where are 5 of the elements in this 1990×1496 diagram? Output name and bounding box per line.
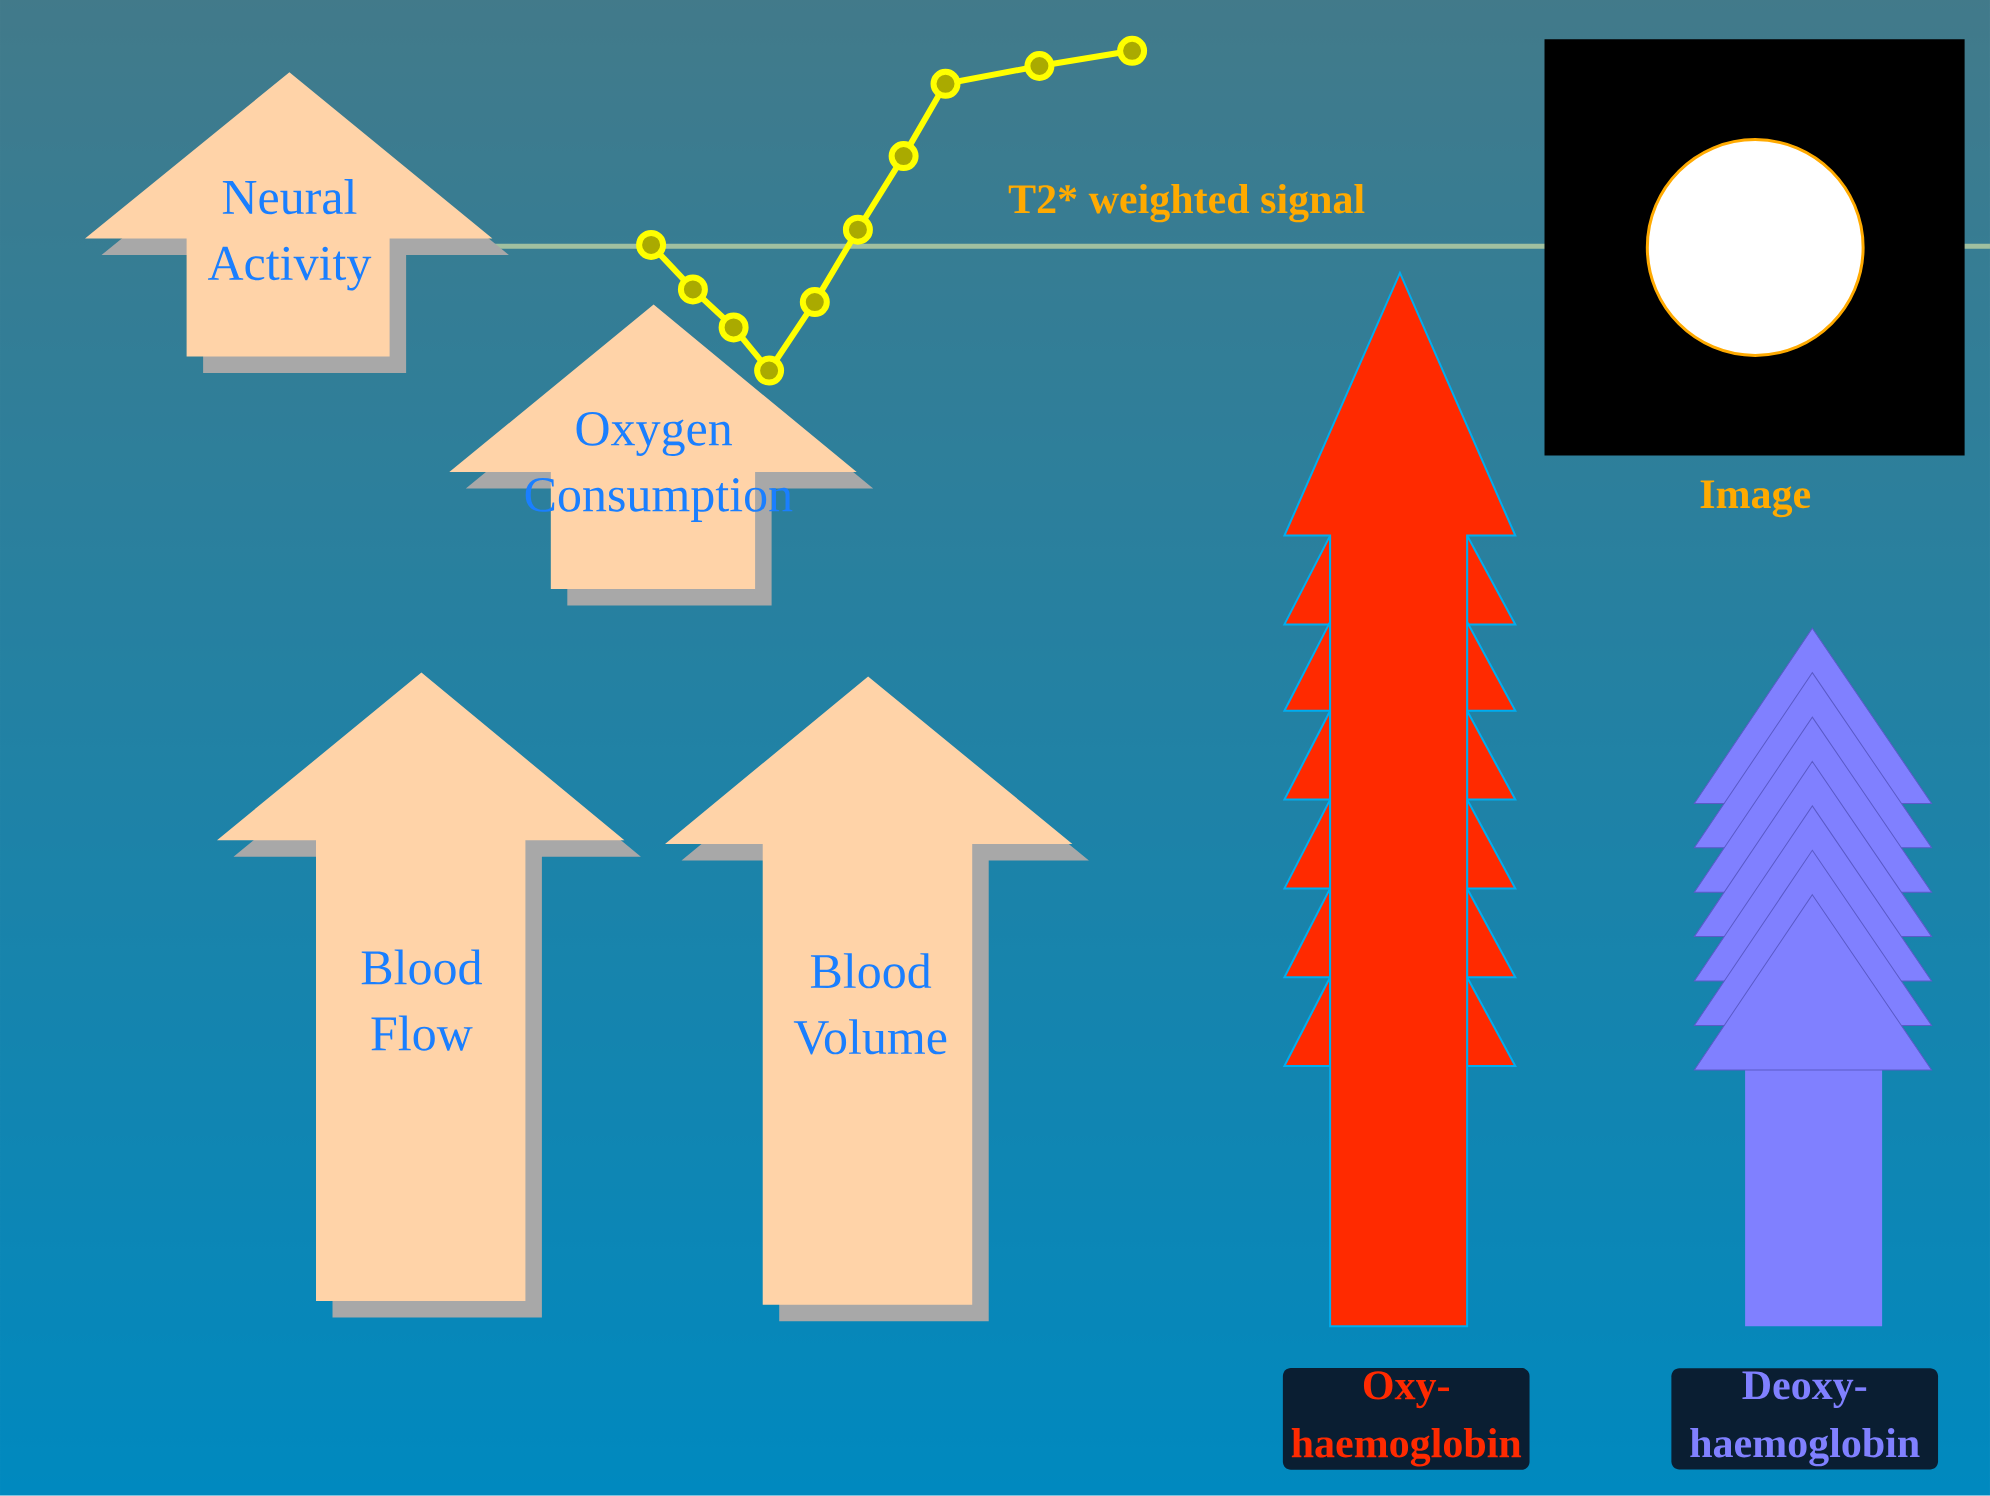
image-panel: Image [1544, 39, 1965, 518]
signal-label: T2* weighted signal [1008, 183, 1365, 223]
node-label: Deoxy- haemoglobin [1690, 1371, 1920, 1467]
node-label: Oxy- haemoglobin [1291, 1371, 1522, 1467]
node-label: Image [1700, 480, 1811, 518]
